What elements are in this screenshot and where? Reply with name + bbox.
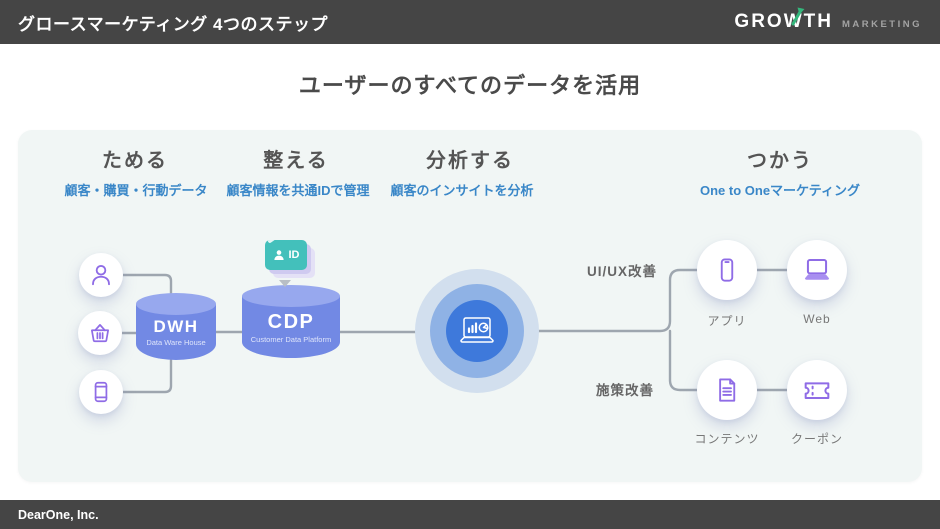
step-subtitle-totonoeru: 顧客情報を共通IDで管理 xyxy=(226,183,370,198)
output-label-web: Web xyxy=(803,312,831,326)
slide-header-title: グロースマーケティング 4つのステップ xyxy=(18,14,328,34)
output-label-app: アプリ xyxy=(707,314,747,328)
footer-bar: DearOne, Inc. xyxy=(0,500,940,529)
branch-label-uiux: UI/UX改善 xyxy=(586,264,658,279)
analytics-laptop-icon xyxy=(460,317,494,343)
id-badge-label: ID xyxy=(288,249,300,261)
output-circle-content xyxy=(697,360,757,420)
diagram-card: ためる 整える 分析する つかう 顧客・購買・行動データ 顧客情報を共通IDで管… xyxy=(18,130,922,482)
cdp-cylinder-top xyxy=(242,285,340,307)
step-subtitle-tameru: 顧客・購買・行動データ xyxy=(64,183,208,198)
step-label-bunseki: 分析する xyxy=(426,150,514,172)
basket-icon xyxy=(91,324,109,343)
content-document-icon xyxy=(719,378,736,402)
output-label-content: コンテンツ xyxy=(694,432,760,446)
step-subtitle-tsukau: One to Oneマーケティング xyxy=(699,183,861,198)
analysis-bullseye xyxy=(415,269,539,393)
step-label-tsukau: つかう xyxy=(747,150,813,172)
connector-lines xyxy=(120,268,789,394)
web-laptop-icon xyxy=(805,259,829,280)
page-title: ユーザーのすべてのデータを活用 xyxy=(298,73,642,98)
output-circle-web xyxy=(787,240,847,300)
step-subtitle-bunseki: 顧客のインサイトを分析 xyxy=(390,183,534,198)
person-icon xyxy=(92,264,110,286)
output-circle-coupon xyxy=(787,360,847,420)
source-circle-customer xyxy=(79,253,123,297)
output-label-coupon: クーポン xyxy=(790,432,844,446)
dwh-cylinder: DWH Data Ware House xyxy=(136,293,216,360)
step-label-tameru: ためる xyxy=(102,150,168,172)
arrow-down-icon xyxy=(279,280,291,287)
app-phone-icon xyxy=(720,258,734,282)
dwh-cylinder-top xyxy=(136,293,216,315)
branch-label-shisaku: 施策改善 xyxy=(596,383,654,398)
coupon-ticket-icon xyxy=(804,382,830,399)
source-circle-behavior xyxy=(79,370,123,414)
step-label-totonoeru: 整える xyxy=(263,150,329,172)
growth-arrow-icon xyxy=(791,7,805,26)
cdp-name: CDP xyxy=(267,310,315,333)
id-card-icon: ID xyxy=(265,240,315,278)
id-person-glyph xyxy=(273,250,284,260)
dwh-full-name: Data Ware House xyxy=(146,338,206,347)
source-circle-purchase xyxy=(78,311,122,355)
dwh-name: DWH xyxy=(153,317,199,336)
cdp-full-name: Customer Data Platform xyxy=(250,334,332,344)
logo-marketing-text: MARKETING xyxy=(841,19,922,30)
company-name: DearOne, Inc. xyxy=(18,507,99,522)
cdp-cylinder: CDP Customer Data Platform xyxy=(242,285,340,358)
output-circle-app xyxy=(697,240,757,300)
smartphone-icon xyxy=(94,381,108,403)
